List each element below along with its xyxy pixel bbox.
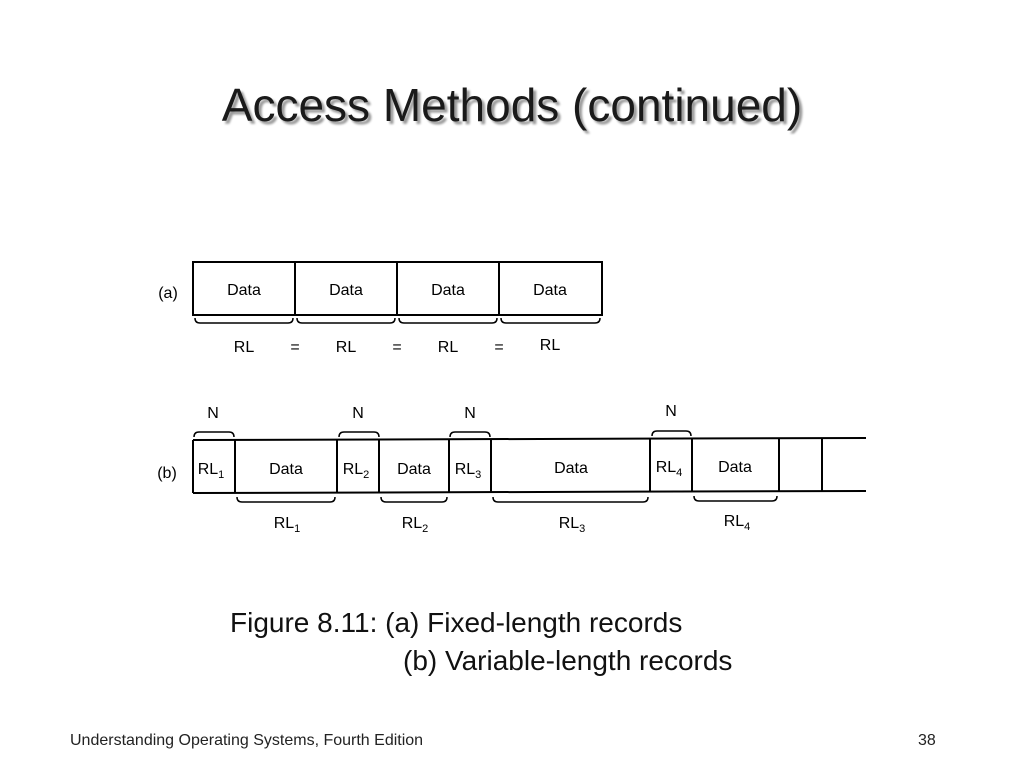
- slide-title: Access Methods (continued): [221, 79, 803, 131]
- panel-a-fixed-length: (a) Data Data Data Data RL = RL = RL = R…: [158, 261, 603, 356]
- panel-a-brace: [194, 317, 294, 324]
- panel-b-n-brace: [193, 431, 235, 438]
- panel-b-n-brace: [651, 430, 692, 437]
- panel-b-n-label: N: [207, 405, 219, 422]
- panel-a-data-cell: Data: [431, 282, 465, 299]
- panel-b-rl-field: RL1: [198, 461, 225, 481]
- panel-b-rl-length: RL2: [402, 515, 429, 535]
- panel-b-rl-brace: [236, 496, 336, 503]
- panel-b-n-label: N: [665, 403, 677, 420]
- panel-b-data-cell: Data: [718, 459, 752, 476]
- panel-a-rl-label: RL: [234, 339, 255, 356]
- panel-a-equals: =: [290, 339, 299, 356]
- panel-b-data-cell: Data: [269, 461, 303, 478]
- panel-b-rl-length: RL4: [724, 513, 751, 533]
- panel-b-n-brace: [449, 431, 491, 438]
- panel-b-data-cell: Data: [397, 461, 431, 478]
- panel-a-data-cell: Data: [533, 282, 567, 299]
- footer-book-title: Understanding Operating Systems, Fourth …: [70, 732, 424, 749]
- panel-b-n-brace: [338, 431, 380, 438]
- panel-a-rl-label: RL: [438, 339, 459, 356]
- panel-b-variable-length: (b) N N N N RL1 Data RL2 Data RL3 Data R…: [157, 403, 867, 535]
- panel-b-rl-length: RL3: [559, 515, 586, 535]
- panel-a-rl-label: RL: [336, 339, 357, 356]
- panel-b-n-label: N: [464, 405, 476, 422]
- panel-a-data-cell: Data: [329, 282, 363, 299]
- panel-b-n-label: N: [352, 405, 364, 422]
- caption-line-variable: (b) Variable-length records: [403, 645, 733, 676]
- panel-b-label: (b): [157, 465, 177, 482]
- panel-b-rl-field: RL3: [455, 461, 482, 481]
- panel-b-rl-brace: [492, 496, 649, 503]
- figure-caption: Figure 8.11: (a) Fixed-length records (b…: [230, 604, 732, 680]
- page-number: 38: [918, 732, 936, 749]
- panel-b-rl-brace: [380, 496, 448, 503]
- panel-a-label: (a): [158, 285, 178, 302]
- caption-line-fixed: Figure 8.11: (a) Fixed-length records: [230, 607, 683, 638]
- panel-a-equals: =: [494, 339, 503, 356]
- panel-a-data-cell: Data: [227, 282, 261, 299]
- panel-b-rl-field: RL2: [343, 461, 370, 481]
- panel-a-equals: =: [392, 339, 401, 356]
- panel-b-rl-length: RL1: [274, 515, 301, 535]
- panel-a-brace: [398, 317, 498, 324]
- panel-a-brace: [296, 317, 396, 324]
- panel-a-rl-label: RL: [540, 337, 561, 354]
- panel-b-rl-field: RL4: [656, 459, 683, 479]
- panel-b-rl-brace: [693, 495, 778, 502]
- panel-a-brace: [500, 317, 601, 324]
- panel-b-data-cell: Data: [554, 460, 588, 477]
